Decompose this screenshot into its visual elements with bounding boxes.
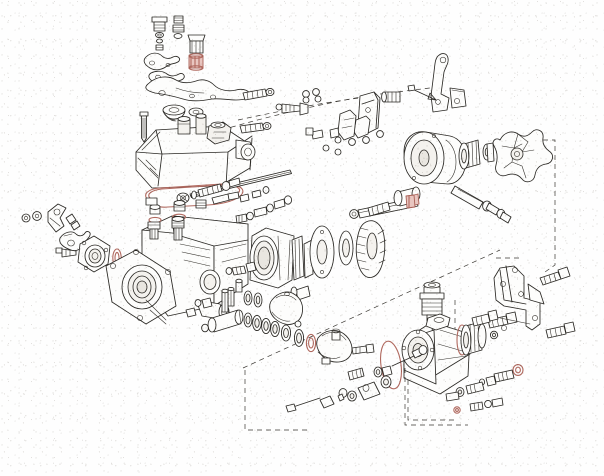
stem-pin <box>227 286 235 307</box>
pressure-valve-body <box>147 221 161 240</box>
governor-cover <box>135 113 256 189</box>
left-inlet-group <box>21 203 149 273</box>
delivery-valve-holder <box>316 328 353 365</box>
adjusting-screw-a <box>275 102 309 116</box>
inlet-screw <box>55 247 77 258</box>
banjo-fitting <box>373 345 428 378</box>
governor-shaft <box>450 185 512 224</box>
cam-plate-group <box>249 220 387 301</box>
spacer-ring <box>293 329 305 347</box>
bracket-screw-left <box>471 309 499 327</box>
hollow-banjo-bolt <box>151 16 168 51</box>
inlet-flange <box>77 235 111 273</box>
linkage-bracket-group <box>305 91 384 156</box>
valve-seal-ring <box>188 53 204 71</box>
plunger-spring-set <box>243 312 292 342</box>
upper-small-washers <box>302 88 322 104</box>
lever-pivot-bush <box>381 91 401 103</box>
cap-screw <box>351 343 375 355</box>
return-spring <box>407 84 437 101</box>
shaft-seal-ring <box>405 194 416 209</box>
inlet-pin <box>65 213 81 231</box>
pressure-valve-seat <box>171 216 185 241</box>
cam-plate-disc <box>309 225 335 279</box>
delivery-valve-a <box>145 197 158 206</box>
weight-retainer-star <box>492 129 553 183</box>
drive-shaft-group <box>349 186 421 219</box>
plunger-barrel <box>207 309 244 333</box>
thrust-washer <box>482 142 495 163</box>
bracket-washer <box>489 330 499 340</box>
lower-fitting-group <box>337 345 428 402</box>
shim-washer <box>338 230 354 266</box>
control-lever-group <box>143 52 251 102</box>
inlet-banjo-bolt <box>47 203 67 233</box>
top-small-parts <box>239 87 309 134</box>
overflow-valve <box>187 34 206 54</box>
bottom-right-fittings <box>445 364 524 414</box>
bracket-bolt-lower <box>545 321 576 339</box>
lower-valve-stack <box>145 197 185 241</box>
bracket-bolt-upper <box>539 266 571 286</box>
union-nut <box>347 367 365 381</box>
roller-ring <box>249 227 295 289</box>
top-fitting-cluster <box>151 15 206 71</box>
head-o-ring-large <box>379 340 403 390</box>
cam-lobe-plate <box>355 220 387 278</box>
roller-set <box>291 235 314 281</box>
governor-sleeve <box>458 139 481 170</box>
mid-small-parts <box>235 186 293 224</box>
cover-retaining-screw <box>139 111 149 143</box>
hydraulic-head-body <box>401 313 471 395</box>
housing-top-fittings <box>148 191 240 224</box>
hydraulic-head-group <box>379 281 518 395</box>
spacer-sleeve-b <box>239 122 272 134</box>
housing-lower-detail <box>185 297 213 318</box>
distributor-head-plug <box>269 291 304 328</box>
head-lower-fittings <box>285 375 392 413</box>
support-bracket <box>493 265 545 331</box>
callout-frame <box>404 368 468 426</box>
pump-housing-body <box>105 215 249 325</box>
timing-piston <box>460 321 487 356</box>
governor-weight-group <box>403 129 553 185</box>
distributor-plunger-group <box>201 286 375 365</box>
housing-lower-parts <box>221 261 263 313</box>
speed-lever-group <box>381 53 467 113</box>
upper-ring-small <box>243 290 253 306</box>
spacer-sleeve-a <box>242 87 275 101</box>
plunger-o-ring <box>305 333 317 353</box>
control-rod-assembly <box>176 169 292 204</box>
sealing-washer-pair <box>172 15 185 39</box>
